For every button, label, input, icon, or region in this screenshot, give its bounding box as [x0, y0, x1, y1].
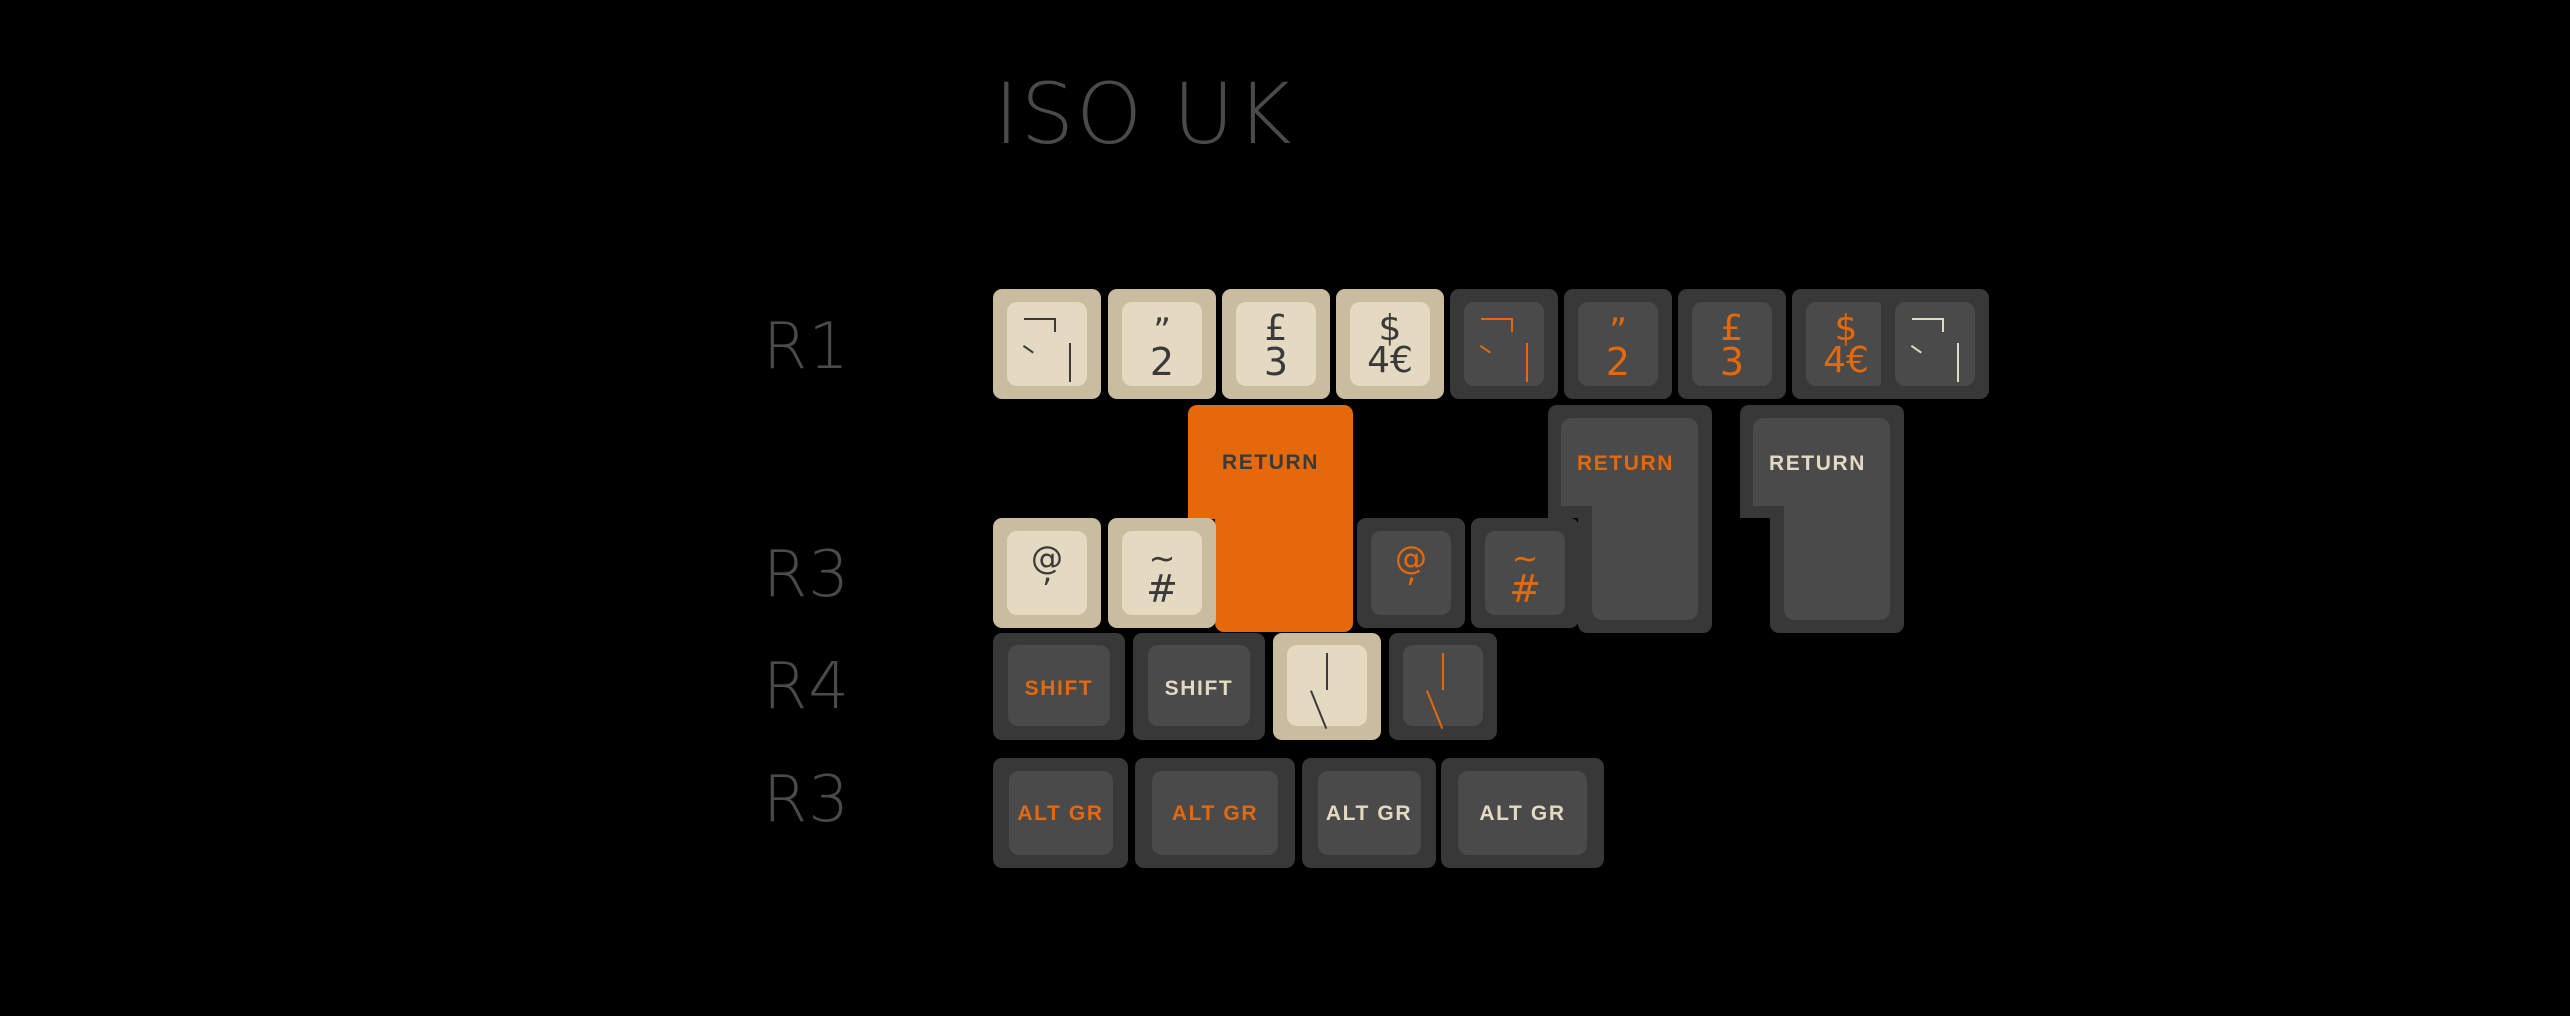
- keycap-base-upper: [1188, 405, 1308, 519]
- keycap-top-surface: [1007, 302, 1087, 386]
- keycap-top-surface: [1692, 302, 1772, 386]
- keycap-top-surface: [1895, 302, 1975, 386]
- key-tilde-hash-dark[interactable]: ~ #: [1471, 518, 1579, 628]
- keycap-top-surface: [1122, 302, 1202, 386]
- page-title: ISO UK: [994, 65, 1294, 163]
- keycap-top-surface: [1008, 645, 1110, 726]
- key-return-dark-orange[interactable]: RETURN: [1548, 405, 1712, 633]
- key-return-dark-cream[interactable]: RETURN: [1740, 405, 1904, 633]
- key-shift-dark-orange[interactable]: SHIFT: [993, 633, 1125, 740]
- keycap-top-surface: [1007, 531, 1087, 615]
- key-at-apostrophe-light[interactable]: @ ’: [993, 518, 1101, 628]
- keycap-top-surface: [1236, 302, 1316, 386]
- keycap-top-surface: [1350, 302, 1430, 386]
- row-label-r3-top: R3: [762, 538, 850, 612]
- keycap-top-surface: [1287, 645, 1367, 726]
- key-quote-2-light[interactable]: ” 2: [1108, 289, 1216, 399]
- key-quote-2-dark[interactable]: ” 2: [1564, 289, 1672, 399]
- keycap-top-surface: [1371, 531, 1451, 615]
- keycap-top-surface: [1578, 302, 1658, 386]
- keycap-top-surface: [1403, 645, 1483, 726]
- key-dollar-4-euro-light[interactable]: $ 4€: [1336, 289, 1444, 399]
- keycap-top-surface: [1122, 531, 1202, 615]
- key-notsign-grave-pipe-light[interactable]: [993, 289, 1101, 399]
- row-label-r4: R4: [762, 650, 850, 724]
- keycap-top-surface: [1806, 302, 1886, 386]
- keycap-top-surface: [1318, 771, 1421, 855]
- key-notsign-grave-pipe-dark-cream[interactable]: [1881, 289, 1989, 399]
- key-altgr-3[interactable]: ALT GR: [1302, 758, 1436, 868]
- key-return-accent[interactable]: RETURN: [1188, 405, 1353, 632]
- keycap-label: RETURN: [1221, 451, 1320, 474]
- keycap-label: RETURN: [1576, 452, 1675, 475]
- keycap-top-surface: [1009, 771, 1113, 855]
- key-at-apostrophe-dark[interactable]: @ ’: [1357, 518, 1465, 628]
- key-shift-dark-cream[interactable]: SHIFT: [1133, 633, 1265, 740]
- key-altgr-2[interactable]: ALT GR: [1135, 758, 1295, 868]
- key-pipe-backslash-dark[interactable]: [1389, 633, 1497, 740]
- keycap-top-surface: [1485, 531, 1565, 615]
- keycap-top-surface: [1464, 302, 1544, 386]
- key-tilde-hash-light[interactable]: ~ #: [1108, 518, 1216, 628]
- key-altgr-4[interactable]: ALT GR: [1441, 758, 1604, 868]
- keycap-top-surface: [1148, 645, 1250, 726]
- keycap-top-surface: [1458, 771, 1587, 855]
- key-altgr-1[interactable]: ALT GR: [993, 758, 1128, 868]
- row-label-r3-bottom: R3: [762, 763, 850, 837]
- key-notsign-grave-pipe-dark[interactable]: [1450, 289, 1558, 399]
- key-pound-3-dark[interactable]: £ 3: [1678, 289, 1786, 399]
- key-pipe-backslash-light[interactable]: [1273, 633, 1381, 740]
- row-label-r1: R1: [762, 310, 850, 384]
- keycap-label: RETURN: [1768, 452, 1867, 475]
- keycap-top-surface-upper: [1561, 418, 1653, 506]
- keycap-top-surface-upper: [1753, 418, 1845, 506]
- key-pound-3-light[interactable]: £ 3: [1222, 289, 1330, 399]
- keycap-top-surface: [1152, 771, 1278, 855]
